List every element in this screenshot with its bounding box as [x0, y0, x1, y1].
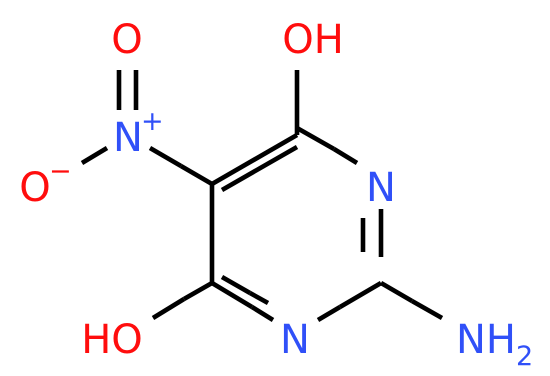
bond-c2-n1-segment: [338, 281, 383, 309]
bond-n1-c6: [210, 275, 275, 322]
bond-c5-c4-segment: [220, 145, 299, 192]
bond-c2-nh2: [379, 281, 444, 321]
bond-c6-ho-segment: [151, 297, 186, 320]
bond-c4-n3: [295, 125, 359, 165]
bond-n3-c2: [360, 209, 384, 257]
bond-layer: [80, 70, 444, 322]
bond-nnitro-o-minus-segment: [80, 146, 109, 165]
atom-label-o-nitro-double: O: [111, 17, 142, 63]
bond-c2-nh2-segment: [410, 298, 444, 321]
bond-c4-n3-segment: [332, 147, 359, 165]
nh2-main: NH: [456, 317, 516, 363]
atom-label-n1: N: [280, 317, 310, 363]
atom-label-o-nitro-minus: O: [19, 165, 50, 211]
bond-c6-ho-segment: [182, 281, 214, 301]
bond-n1-c6-segment: [250, 305, 275, 322]
atom-label-n3: N: [366, 165, 396, 211]
bond-n1-c6-segment: [248, 290, 270, 306]
bond-c5-nnitro: [148, 146, 214, 186]
atom-label-n-nitro: N: [113, 115, 143, 161]
bond-nnitro-o-minus: [80, 146, 109, 165]
bond-c4-n3-segment: [295, 125, 336, 152]
atom-label-oh-bottom: HO: [81, 317, 143, 363]
bond-c2-n1: [316, 281, 383, 322]
bond-c2-nh2-segment: [379, 281, 414, 303]
bond-c5-c4-segment: [210, 133, 299, 186]
bond-c5-nnitro-segment: [148, 146, 183, 168]
charge-plus: +: [141, 106, 164, 137]
bond-c5-c4: [210, 133, 299, 192]
bond-c2-n1-segment: [316, 305, 342, 322]
bond-n1-c6-segment: [220, 275, 252, 295]
bond-n1-c6-segment: [210, 281, 254, 309]
atom-label-oh-top: OH: [282, 17, 344, 63]
atom-label-nh2: NH2: [456, 317, 533, 372]
bond-c6-ho: [151, 281, 214, 320]
bond-c5-nnitro-segment: [179, 164, 214, 186]
charge-minus: −: [49, 156, 72, 187]
nh2-subscript: 2: [516, 341, 533, 372]
bond-nnitro-o-double: [116, 70, 139, 110]
